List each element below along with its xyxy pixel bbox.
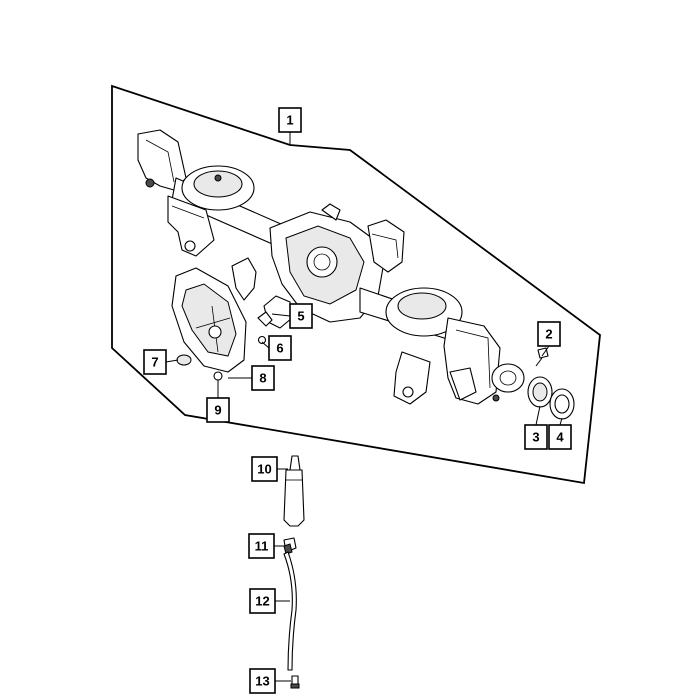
fill-plug [176, 354, 192, 366]
callout-7: 7 [143, 349, 167, 375]
callout-label-8: 8 [259, 371, 266, 386]
callout-9: 9 [206, 397, 230, 423]
callout-label-6: 6 [276, 341, 283, 356]
callout-label-2: 2 [545, 327, 552, 342]
callout-label-10: 10 [257, 462, 271, 477]
callout-label-7: 7 [151, 355, 158, 370]
callout-4: 4 [548, 424, 572, 450]
sealant-tube [283, 455, 305, 527]
callout-5: 5 [289, 303, 313, 329]
vent-hose [283, 551, 297, 671]
callout-3: 3 [524, 424, 548, 450]
wheel-bearing [527, 376, 553, 408]
axle-housing-assembly [137, 129, 525, 405]
callout-label-3: 3 [532, 430, 539, 445]
nut-6 [257, 335, 267, 345]
bolt-6 [257, 311, 273, 327]
bearing-cap-upper [231, 257, 257, 301]
callout-label-9: 9 [214, 403, 221, 418]
callout-10: 10 [251, 456, 278, 482]
callout-label-13: 13 [255, 674, 269, 689]
callout-label-1: 1 [286, 113, 293, 128]
hose-fitting [290, 675, 300, 689]
cover-bolt [213, 371, 223, 388]
callout-1: 1 [278, 107, 302, 133]
assembly-outline [111, 84, 601, 485]
differential-cover [171, 267, 247, 373]
callout-label-12: 12 [255, 594, 269, 609]
leader-lines [165, 132, 563, 682]
vent-fitting [283, 537, 297, 555]
callout-2: 2 [537, 321, 561, 347]
axle-seal [549, 388, 575, 420]
callout-13: 13 [249, 668, 276, 694]
callout-6: 6 [268, 335, 292, 361]
callout-label-11: 11 [255, 539, 269, 554]
callout-label-5: 5 [297, 309, 304, 324]
callout-11: 11 [248, 533, 275, 559]
callout-8: 8 [251, 365, 275, 391]
callout-label-4: 4 [556, 430, 564, 445]
callout-12: 12 [249, 588, 276, 614]
